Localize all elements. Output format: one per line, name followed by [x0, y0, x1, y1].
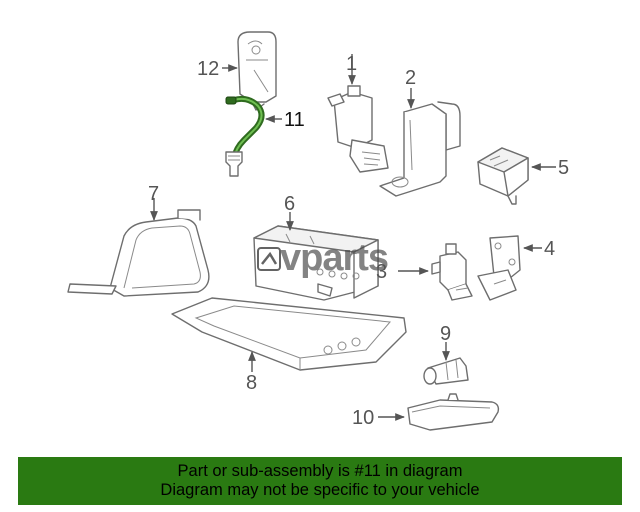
part-11-oxygen-sensor[interactable] — [225, 95, 265, 177]
callout-5: 5 — [558, 157, 569, 179]
part-9-sensor[interactable] — [423, 357, 469, 385]
part-8-tray[interactable] — [171, 297, 407, 371]
callout-12: 12 — [197, 58, 219, 80]
watermark-text: vparts — [280, 237, 388, 279]
callout-1: 1 — [346, 53, 357, 75]
part-10-pad[interactable] — [407, 393, 500, 431]
callout-4: 4 — [544, 238, 555, 260]
callout-8: 8 — [246, 372, 257, 394]
part-2-bracket[interactable] — [379, 101, 461, 197]
part-3-solenoid[interactable] — [431, 243, 473, 301]
watermark-logo: vparts — [257, 237, 389, 279]
part-4-bracket[interactable] — [477, 235, 521, 301]
callout-6: 6 — [284, 193, 295, 215]
part-5-module[interactable] — [477, 147, 529, 205]
part-6-canister[interactable] — [253, 225, 379, 301]
banner-line-1: Part or sub-assembly is #11 in diagram — [177, 462, 463, 480]
part-7-heat-shield[interactable] — [67, 209, 210, 297]
banner-line-2: Diagram may not be specific to your vehi… — [160, 481, 480, 499]
callout-9: 9 — [440, 323, 451, 345]
part-1-valve[interactable] — [327, 85, 389, 173]
info-banner: Part or sub-assembly is #11 in diagram D… — [18, 457, 622, 505]
callout-7: 7 — [148, 183, 159, 205]
part-12-bracket[interactable] — [237, 31, 277, 111]
callout-11: 11 — [284, 109, 305, 131]
callout-2: 2 — [405, 67, 416, 89]
callout-10: 10 — [352, 407, 374, 429]
callout-3: 3 — [376, 261, 387, 283]
